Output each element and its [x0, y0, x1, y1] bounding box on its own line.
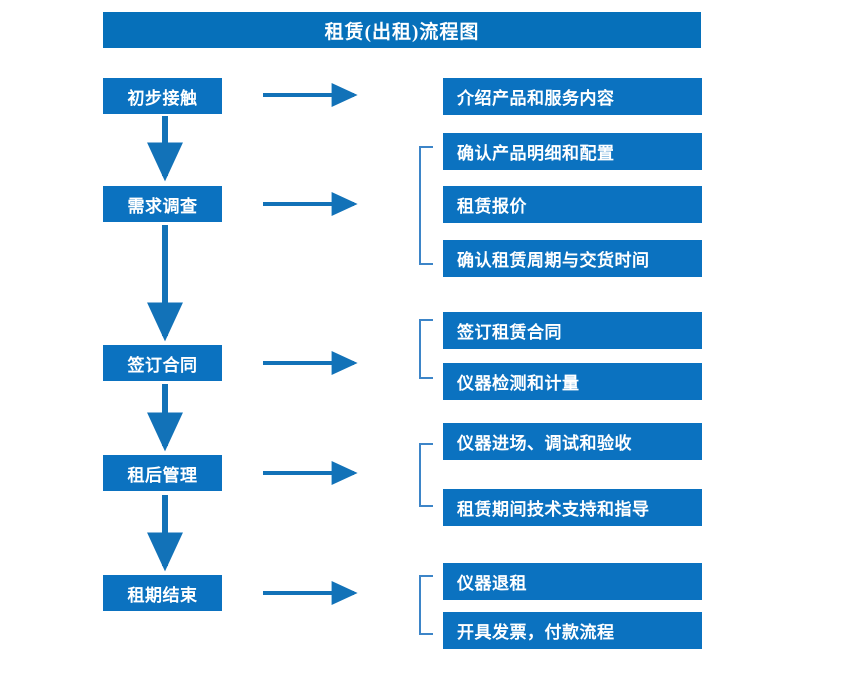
group-bracket-contract: [419, 319, 433, 379]
detail-box-instrument-inspection[interactable]: 仪器检测和计量: [443, 363, 702, 400]
detail-box-confirm-lease-period[interactable]: 确认租赁周期与交货时间: [443, 240, 702, 277]
detail-box-confirm-product-details[interactable]: 确认产品明细和配置: [443, 133, 702, 170]
detail-box-instrument-return[interactable]: 仪器退租: [443, 563, 702, 600]
detail-box-lease-quotation[interactable]: 租赁报价: [443, 186, 702, 223]
page-title: 租赁(出租)流程图: [103, 12, 701, 48]
detail-box-invoice-payment[interactable]: 开具发票，付款流程: [443, 612, 702, 649]
stage-box-sign-contract[interactable]: 签订合同: [103, 345, 222, 381]
group-bracket-leaseend: [419, 575, 433, 635]
stage-box-post-lease-management[interactable]: 租后管理: [103, 455, 222, 491]
group-bracket-requirements: [419, 146, 433, 265]
detail-box-introduce-products[interactable]: 介绍产品和服务内容: [443, 78, 702, 115]
stage-box-initial-contact[interactable]: 初步接触: [103, 78, 222, 114]
detail-box-technical-support[interactable]: 租赁期间技术支持和指导: [443, 489, 702, 526]
detail-box-sign-lease-agreement[interactable]: 签订租赁合同: [443, 312, 702, 349]
detail-box-instrument-onsite[interactable]: 仪器进场、调试和验收: [443, 423, 702, 460]
stage-box-lease-end[interactable]: 租期结束: [103, 575, 222, 611]
stage-box-requirement-survey[interactable]: 需求调查: [103, 186, 222, 222]
group-bracket-postlease: [419, 443, 433, 507]
